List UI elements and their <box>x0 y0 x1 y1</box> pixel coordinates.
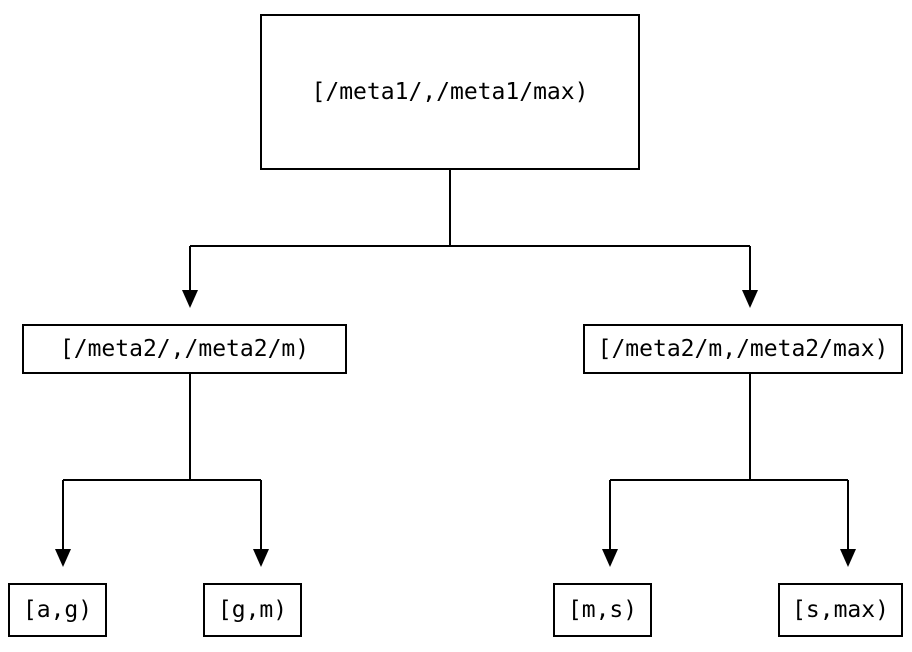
node-leaf-ag: [a,g) <box>8 583 107 637</box>
arrowhead-level1-left <box>182 290 198 308</box>
node-leaf-smax: [s,max) <box>778 583 903 637</box>
arrowhead-leaf-4 <box>840 549 856 567</box>
arrowhead-leaf-3 <box>602 549 618 567</box>
node-meta2-right: [/meta2/m,/meta2/max) <box>583 324 903 374</box>
node-meta2-left: [/meta2/,/meta2/m) <box>22 324 347 374</box>
arrowhead-leaf-1 <box>55 549 71 567</box>
node-leaf-gm: [g,m) <box>203 583 302 637</box>
node-leaf-ms: [m,s) <box>553 583 652 637</box>
node-root: [/meta1/,/meta1/max) <box>260 14 640 170</box>
arrowhead-level1-right <box>742 290 758 308</box>
arrowhead-leaf-2 <box>253 549 269 567</box>
